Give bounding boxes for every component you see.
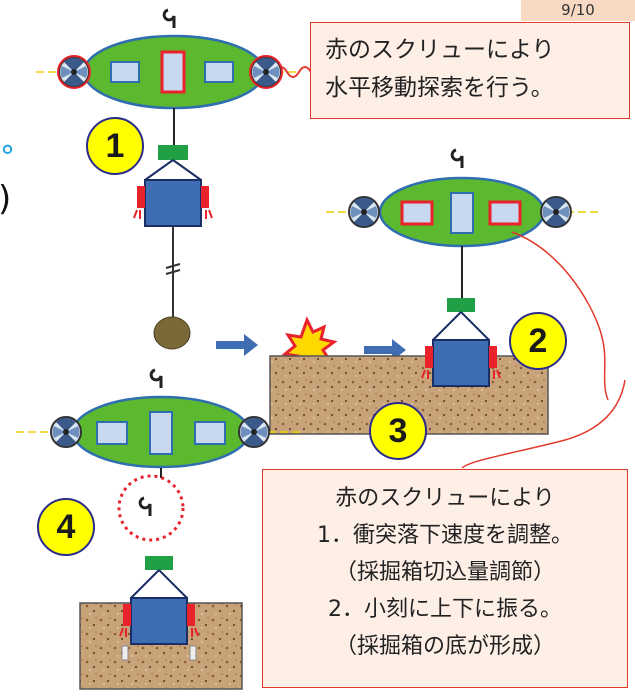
callout-line: 2．小刻に上下に振る。 <box>328 597 562 622</box>
callout-line: 1．衝突落下速度を調整。 <box>317 523 573 548</box>
blimp-1 <box>36 8 312 145</box>
step-4-badge: 4 <box>37 498 95 556</box>
blimp-2 <box>326 148 609 401</box>
callout-line: （採掘箱切込量調節） <box>334 560 555 585</box>
released-hook-ring <box>117 474 185 542</box>
blimp-4 <box>16 368 300 478</box>
callout-line: 赤のスクリューにより <box>325 37 555 63</box>
callout-line: 水平移動探索を行う。 <box>325 75 554 101</box>
callout-pointer <box>461 379 626 469</box>
page-number: 9/10 <box>521 0 635 21</box>
edge-glyph-paren: ) <box>0 179 11 219</box>
step-2-badge: 2 <box>509 312 567 370</box>
edge-glyph-degree: ° <box>0 140 15 175</box>
step-1-badge: 1 <box>86 117 144 175</box>
callout-horizontal-search: 赤のスクリューにより 水平移動探索を行う。 <box>310 22 630 119</box>
hanging-box-2 <box>421 298 501 387</box>
callout-line: （採掘箱の底が形成） <box>334 634 555 659</box>
buried-box-4 <box>119 556 199 661</box>
callout-line: 赤のスクリューにより <box>335 486 555 511</box>
step-3-badge: 3 <box>369 402 427 460</box>
callout-impact-control: 赤のスクリューにより 1．衝突落下速度を調整。 （採掘箱切込量調節） 2．小刻に… <box>262 469 628 688</box>
hanging-box-1 <box>133 145 213 350</box>
